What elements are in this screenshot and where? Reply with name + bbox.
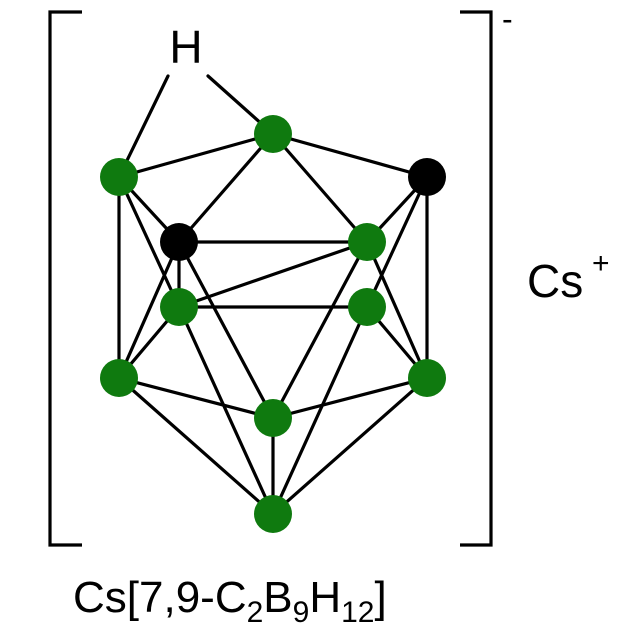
bond-B-lower-left-to-B-lower-center <box>117 376 275 420</box>
formula-h-count: 12 <box>341 596 374 629</box>
boron-atom-b-bottom <box>254 495 292 533</box>
boron-atom-b-mid-right <box>348 223 386 261</box>
formula-suffix: ] <box>374 573 386 622</box>
bond-B-top-center-to-B-mid-right <box>271 132 369 244</box>
formula-b-symbol: B <box>263 573 292 622</box>
boron-atom-b-lower-right <box>408 359 446 397</box>
carbon-atom-c-mid-left <box>160 223 198 261</box>
formula-b-count: 9 <box>293 596 310 629</box>
bond-B-lower-left-to-B-bottom <box>117 376 275 516</box>
anion-charge-sign: - <box>502 1 513 37</box>
boron-atom-b-back-right <box>348 288 386 326</box>
bond-B-top-left-to-B-back-left <box>117 175 181 309</box>
boron-atom-b-top-left <box>100 158 138 196</box>
bond-B-top-center-to-C-top-right <box>271 132 429 179</box>
bond-B-top-center-to-C-mid-left <box>177 132 275 244</box>
bond-B-mid-right-to-B-back-left <box>177 240 369 309</box>
cation-label: Cs <box>527 255 583 307</box>
formula-h-symbol: H <box>309 573 341 622</box>
bridging-hydrogen-label: H <box>169 21 202 73</box>
carbon-atom-c-top-right <box>408 158 446 196</box>
bond-B-mid-right-to-B-lower-right <box>365 240 429 380</box>
cation-charge-sign: + <box>592 247 610 280</box>
bond-B-back-left-to-B-bottom <box>177 305 275 516</box>
bond-B-lower-right-to-B-bottom <box>271 376 429 516</box>
bond-C-mid-left-to-B-lower-center <box>177 240 275 420</box>
bond-B-back-right-to-B-bottom <box>271 305 369 516</box>
formula-c-count: 2 <box>247 596 264 629</box>
formula-prefix: Cs[7,9-C <box>73 573 247 622</box>
bonds <box>117 74 429 516</box>
boron-atom-b-lower-left <box>100 359 138 397</box>
boron-atom-b-top-center <box>254 115 292 153</box>
bond-B-top-left-to-B-top-center <box>117 132 275 179</box>
bond-B-mid-right-to-B-lower-center <box>271 240 369 420</box>
left-bracket <box>48 10 82 547</box>
right-bracket <box>460 10 493 547</box>
cation-symbol: Cs <box>527 255 583 307</box>
bond-C-top-right-to-B-back-right <box>365 175 429 309</box>
atoms <box>100 115 446 533</box>
boron-atom-b-back-left <box>160 288 198 326</box>
boron-atom-b-lower-center <box>254 399 292 437</box>
bond-B-lower-right-to-B-lower-center <box>271 376 429 420</box>
bond-C-mid-left-to-B-lower-left <box>117 240 181 380</box>
formula-label: Cs[7,9-C2B9H12] <box>73 573 387 629</box>
